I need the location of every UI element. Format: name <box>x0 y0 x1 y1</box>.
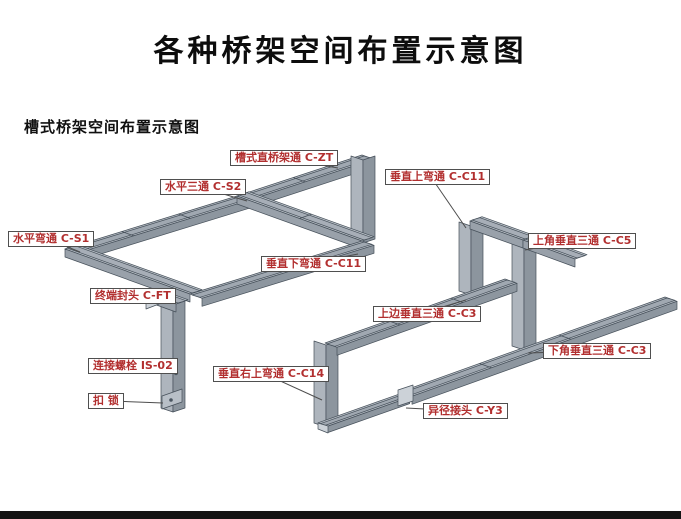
label-c-c11-up: 垂直上弯通 C-C11 <box>385 169 491 185</box>
label-c-c14: 垂直右上弯通 C-C14 <box>213 366 330 382</box>
image-bottom-border <box>0 511 681 519</box>
tray-segment <box>458 221 484 296</box>
label-c-c5: 上角垂直三通 C-C5 <box>528 233 637 249</box>
label-c-c11-down: 垂直下弯通 C-C11 <box>261 256 367 272</box>
label-c-ft: 终端封头 C-FT <box>90 288 176 304</box>
section-subtitle: 槽式桥架空间布置示意图 <box>24 118 201 136</box>
tray-segment <box>313 340 339 428</box>
label-c-y3: 异径接头 C-Y3 <box>423 403 508 419</box>
label-lock: 扣 锁 <box>88 393 124 409</box>
label-c-c3-down: 下角垂直三通 C-C3 <box>543 343 652 359</box>
page-title: 各种桥架空间布置示意图 <box>153 34 528 69</box>
tray-segment <box>236 191 375 250</box>
tray-segment <box>469 216 536 249</box>
label-c-s2: 水平三通 C-S2 <box>160 179 247 195</box>
label-c-s1: 水平弯通 C-S1 <box>8 231 95 247</box>
tray-segment <box>511 240 537 351</box>
tray-segment <box>317 393 410 433</box>
tray-segment <box>189 240 375 307</box>
label-c-c3-up: 上边垂直三通 C-C3 <box>373 306 482 322</box>
label-c-zt: 槽式直桥架通 C-ZT <box>230 150 339 166</box>
label-is02: 连接螺栓 IS-02 <box>88 358 178 374</box>
